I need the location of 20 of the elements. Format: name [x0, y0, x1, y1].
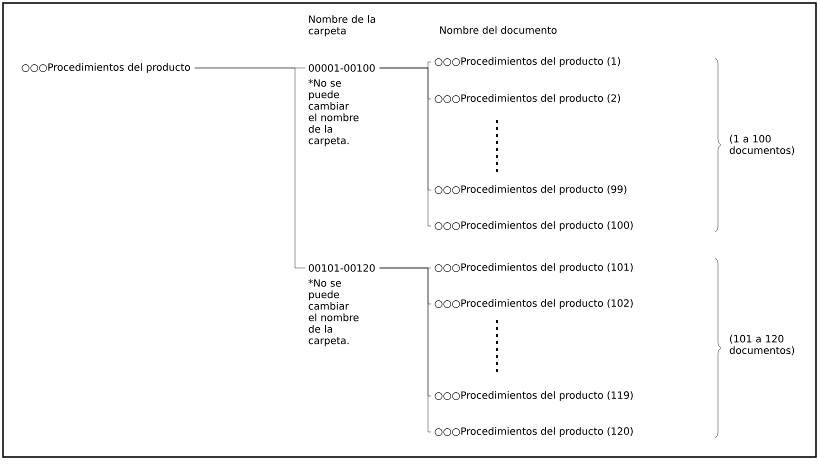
product-name: ○○○Procedimientos del producto — [22, 63, 190, 73]
document-name: ○○○Procedimientos del producto (101) — [434, 263, 633, 273]
column-header: Nombre del documento — [440, 26, 557, 34]
tree-line — [379, 268, 432, 432]
document-name: ○○○Procedimientos del producto (102) — [434, 299, 633, 309]
folder-name: 00001-00100 — [308, 64, 375, 72]
folder-name: 00101-00120 — [308, 264, 375, 272]
range-note: (1 a 100 documentos) — [730, 134, 794, 156]
document-name: ○○○Procedimientos del producto (120) — [434, 427, 633, 437]
tree-line — [194, 68, 306, 268]
range-note: (101 a 120 documentos) — [730, 334, 794, 356]
column-header: Nombre de la carpeta — [308, 15, 376, 36]
document-name: ○○○Procedimientos del producto (2) — [434, 94, 620, 104]
document-name: ○○○Procedimientos del producto (1) — [434, 57, 620, 67]
document-name: ○○○Procedimientos del producto (119) — [434, 391, 633, 401]
document-name: ○○○Procedimientos del producto (100) — [434, 221, 633, 231]
document-name: ○○○Procedimientos del producto (99) — [434, 185, 626, 195]
folder-note: *No se puede cambiar el nombre de la carpeta. — [308, 79, 359, 146]
folder-note: *No se puede cambiar el nombre de la carpeta. — [308, 279, 359, 346]
tree-line — [379, 68, 432, 226]
